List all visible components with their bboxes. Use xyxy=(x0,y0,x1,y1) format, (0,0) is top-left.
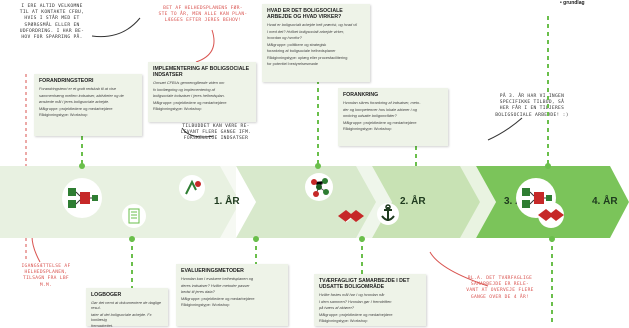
year-label-1: 1. ÅR xyxy=(214,196,240,207)
band-segment-3 xyxy=(372,166,496,238)
year-label-4: 4. ÅR xyxy=(592,196,618,207)
note-middle: TILBUDDET KAN VÆRE RE- LEVANT FLERE GANG… xyxy=(180,124,252,142)
pin-6 xyxy=(359,236,365,242)
checklist-icon xyxy=(122,204,146,228)
top-right-fragment: • grundlag xyxy=(560,0,585,6)
note-top-left: I ERE ALTID VELKOMNE TIL AT KONTAKTE CFB… xyxy=(19,4,85,41)
card-forandringsteori[interactable]: FORANDRINGSTEORI Forandringsteori er et … xyxy=(34,74,142,136)
handshake-icon xyxy=(338,210,364,223)
arrow-bottom-right xyxy=(429,251,489,287)
card-logbog[interactable]: LOGBOGER Gør det nemt at dokumentere de … xyxy=(86,288,168,328)
note-left-bottom: IGANGSÆTTELSE AF HELHEDSPLANEN, TILSAGN … xyxy=(21,264,71,288)
pin-7 xyxy=(549,236,555,242)
implementation-icon xyxy=(179,175,205,201)
card-forankring[interactable]: FORANKRING Hvordan sikres forankring af … xyxy=(338,88,448,146)
note-right: PÅ 3. ÅR HAR VI INGEN SPECIFIKKE TILBUD,… xyxy=(495,94,569,118)
card-implementering[interactable]: IMPLEMENTERING AF BOLIGSOCIALE INDSATSER… xyxy=(148,62,256,122)
pin-4 xyxy=(129,236,135,242)
arrow-top-left xyxy=(91,17,141,38)
note-top-center: BET AF HELHEDSPLANENS FØR- STE TO ÅR, ME… xyxy=(158,6,248,24)
arrow-right xyxy=(487,117,523,141)
band-segment-2 xyxy=(236,166,392,238)
note-bottom-right: BL.A. DET TVÆRFAGLIGE SAMARBEJDE ER RELE… xyxy=(466,276,534,300)
card-evaluering[interactable]: EVALUERINGSMETODER Hvordan kan I evaluer… xyxy=(176,264,288,326)
band-arrow-2 xyxy=(356,166,392,238)
year-label-2: 2. ÅR xyxy=(400,196,426,207)
handshake-icon-2 xyxy=(538,202,564,228)
card-hvad-er-det[interactable]: HVAD ER DET BOLIGSOCIALE ARBEJDE OG HVAD… xyxy=(262,4,370,82)
arrow-middle xyxy=(181,127,215,138)
band-arrow-3 xyxy=(460,166,496,238)
arrow-top-center xyxy=(195,29,215,63)
pin-5 xyxy=(253,236,259,242)
molecule-icon xyxy=(305,173,333,201)
anchor-icon xyxy=(377,203,399,225)
card-tvaerfagligt[interactable]: TVÆRFAGLIGT SAMARBEJDE I DET UDSATTE BOL… xyxy=(314,274,426,326)
flowchart-icon xyxy=(62,178,102,218)
band-arrow-1 xyxy=(220,166,256,238)
pin-2 xyxy=(315,163,321,169)
pin-1 xyxy=(79,163,85,169)
pin-3 xyxy=(545,163,551,169)
